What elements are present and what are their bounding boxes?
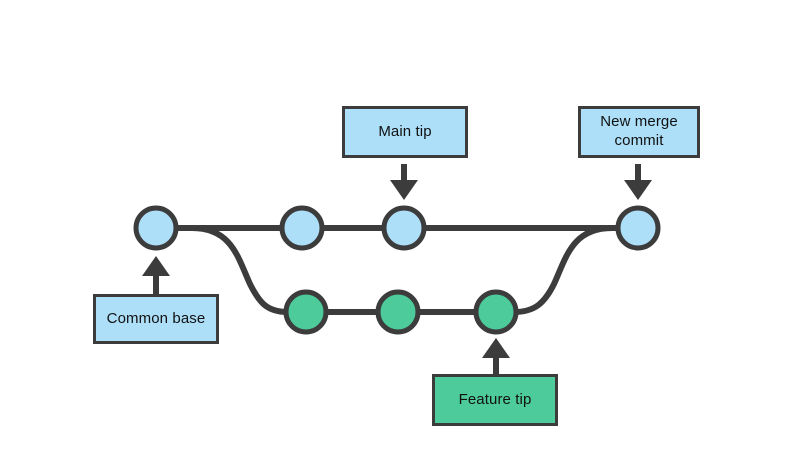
annotation-arrows: [142, 164, 652, 378]
arrow-down-new-merge-commit: [624, 164, 652, 200]
arrow-up-common-base: [142, 256, 170, 298]
label-text-common-base: Common base: [106, 309, 206, 327]
commit-node-main-tip[interactable]: [381, 205, 427, 251]
label-box-main-tip[interactable]: Main tip: [342, 106, 468, 158]
commit-node-merge-commit[interactable]: [615, 205, 661, 251]
arrow-up-feature-tip: [482, 338, 510, 378]
commit-node-feature-c2[interactable]: [375, 289, 421, 335]
label-text-new-merge-commit: New merge commit: [600, 113, 678, 149]
edge-branch-off-curve: [189, 225, 291, 315]
edge-merge-back-curve: [511, 225, 615, 315]
commit-nodes: [133, 205, 661, 335]
commit-node-main-c1[interactable]: [133, 205, 179, 251]
label-text-feature-tip: Feature tip: [458, 390, 532, 408]
commit-node-feature-tip[interactable]: [473, 289, 519, 335]
label-box-common-base[interactable]: Common base: [93, 294, 219, 344]
branch-edges: [171, 225, 623, 315]
label-box-new-merge-commit[interactable]: New merge commit: [578, 106, 700, 158]
label-text-main-tip: Main tip: [378, 122, 432, 140]
arrow-down-main-tip: [390, 164, 418, 200]
commit-node-feature-c1[interactable]: [283, 289, 329, 335]
label-box-feature-tip[interactable]: Feature tip: [432, 374, 558, 426]
commit-node-main-c2[interactable]: [279, 205, 325, 251]
